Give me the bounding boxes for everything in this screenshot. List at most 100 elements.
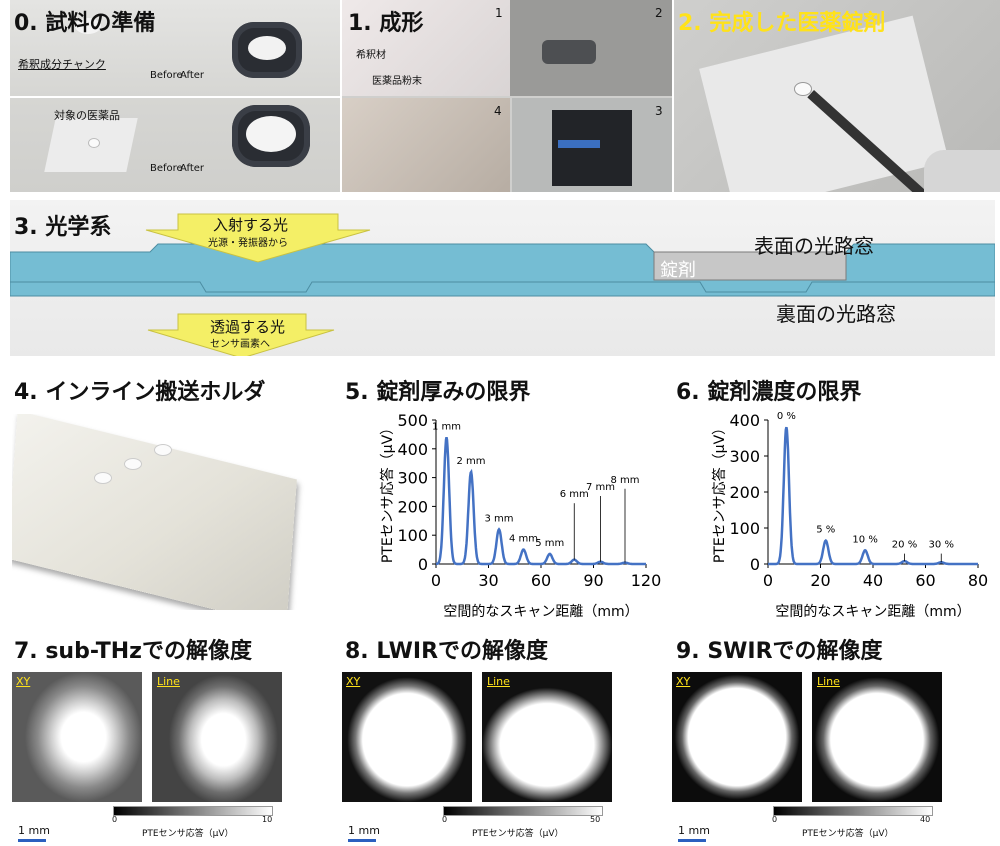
subthz-cb-max: 10 (262, 815, 273, 824)
after-label-bottom: After (180, 163, 205, 174)
thickness-y-tick-label: 200 (397, 497, 428, 516)
swir-xy-image (672, 672, 802, 802)
photo-divider (10, 96, 340, 98)
concentration-y-tick-label: 200 (729, 483, 760, 502)
lwir-cb-min: 0 (442, 815, 448, 824)
thickness-peak-label: 2 mm (456, 456, 485, 467)
swir-colorbar (773, 806, 933, 816)
thickness-y-axis-label: PTEセンサ応答（μV） (379, 421, 396, 563)
concentration-y-tick-label: 0 (750, 555, 760, 574)
subthz-xy-label: XY (16, 675, 31, 688)
concentration-x-tick-label: 0 (763, 571, 773, 590)
powder-label: 医薬品粉末 (372, 76, 422, 87)
transmitted-sub-label: センサ画素へ (210, 339, 270, 350)
thickness-y-tick-label: 500 (397, 411, 428, 430)
concentration-peak-label: 30 % (929, 540, 954, 551)
subthz-scale-bar (18, 839, 46, 842)
incident-sub-label: 光源・発振器から (208, 238, 288, 249)
tablet-small (88, 138, 100, 148)
section-title-4: 4. インライン搬送ホルダ (14, 380, 266, 405)
concentration-peak-label: 5 % (816, 525, 835, 536)
transmitted-label: 透過する光 (210, 318, 286, 336)
swir-cb-max: 40 (920, 815, 931, 824)
step-2: 2 (655, 6, 663, 20)
tablet-label: 錠剤 (660, 260, 696, 281)
concentration-peak-label: 20 % (892, 540, 917, 551)
swir-scale-bar (678, 839, 706, 842)
lwir-xy-label: XY (346, 675, 361, 688)
thickness-peak-label: 4 mm (509, 534, 538, 545)
before-label-top: Before (150, 70, 183, 81)
subthz-line-label: Line (157, 675, 180, 688)
thickness-peak-label: 6 mm (560, 489, 589, 500)
subthz-line-image (152, 672, 282, 802)
subthz-xy-image (12, 672, 142, 802)
section-title-5: 5. 錠剤厚みの限界 (345, 380, 531, 405)
photo-sample-prep (10, 0, 340, 192)
molding-hands (342, 98, 510, 192)
holder-slot-2 (124, 458, 142, 470)
thickness-peak-label: 8 mm (610, 475, 639, 486)
concentration-series-line (768, 426, 978, 566)
concentration-y-tick-label: 100 (729, 519, 760, 538)
finished-tablet (794, 82, 812, 96)
lwir-xy-image (342, 672, 472, 802)
optics-plate-lower (10, 281, 995, 293)
lwir-cb-max: 50 (590, 815, 601, 824)
thickness-x-tick-label: 120 (631, 571, 662, 590)
section-title-2: 2. 完成した医薬錠剤 (678, 11, 886, 36)
concentration-x-axis-label: 空間的なスキャン距離（mm） (775, 603, 970, 620)
lwir-colorbar (443, 806, 603, 816)
section-title-3: 3. 光学系 (14, 215, 112, 240)
lwir-cb-label: PTEセンサ応答（μV） (472, 829, 564, 839)
incident-label: 入射する光 (213, 216, 289, 234)
thickness-peak-label: 3 mm (484, 513, 513, 524)
step-3: 3 (655, 104, 663, 118)
bowl-before-top (75, 18, 101, 34)
before-label-bottom: Before (150, 163, 183, 174)
thickness-peak-label: 1 mm (432, 421, 461, 432)
holder-slot-1 (94, 472, 112, 484)
swir-scale-label: 1 mm (678, 824, 710, 837)
thickness-x-tick-label: 90 (583, 571, 603, 590)
lwir-scale-label: 1 mm (348, 824, 380, 837)
lwir-line-label: Line (487, 675, 510, 688)
thickness-y-tick-label: 400 (397, 440, 428, 459)
swir-line-image (812, 672, 942, 802)
section-title-1: 1. 成形 (348, 11, 424, 36)
molding-paper (342, 0, 510, 96)
subthz-cb-min: 0 (112, 815, 118, 824)
section-title-0: 0. 試料の準備 (14, 11, 156, 36)
concentration-y-tick-label: 300 (729, 447, 760, 466)
powder-bottom (246, 116, 296, 152)
thickness-peak-label: 7 mm (586, 482, 615, 493)
glove (924, 150, 1000, 192)
subthz-colorbar (113, 806, 273, 816)
target-label: 対象の医薬品 (54, 109, 120, 122)
concentration-peak-label: 10 % (852, 534, 877, 545)
subthz-cb-label: PTEセンサ応答（μV） (142, 829, 234, 839)
thickness-y-tick-label: 300 (397, 469, 428, 488)
lwir-line-image (482, 672, 612, 802)
powder-top (248, 36, 286, 60)
optics-tablet (653, 251, 847, 281)
back-window-label: 裏面の光路窓 (776, 302, 896, 326)
concentration-x-tick-label: 60 (915, 571, 935, 590)
thickness-x-tick-label: 0 (431, 571, 441, 590)
section-title-7: 7. sub-THzでの解像度 (14, 639, 252, 664)
transmitted-arrow (147, 313, 335, 356)
optics-diagram (10, 213, 995, 356)
after-label-top: After (180, 70, 205, 81)
swir-line-label: Line (817, 675, 840, 688)
step-4: 4 (494, 104, 502, 118)
diluent-label: 希釈材 (356, 50, 386, 61)
thickness-peak-label: 5 mm (535, 538, 564, 549)
subthz-scale-label: 1 mm (18, 824, 50, 837)
lwir-scale-bar (348, 839, 376, 842)
die-parts (542, 40, 596, 64)
thickness-y-tick-label: 100 (397, 526, 428, 545)
thickness-x-tick-label: 30 (478, 571, 498, 590)
holder-photo (12, 414, 334, 610)
